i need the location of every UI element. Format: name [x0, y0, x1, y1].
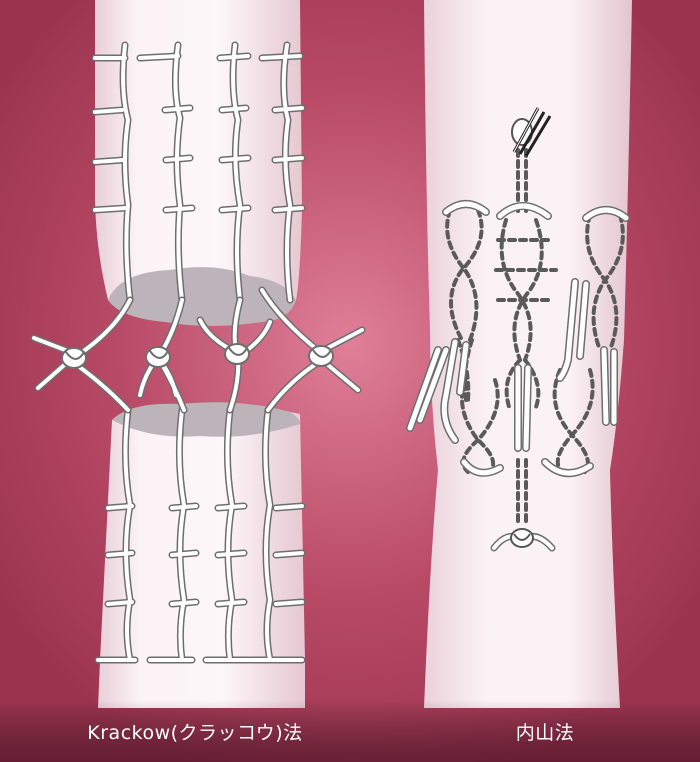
caption-uchiyama: 内山法 — [390, 704, 700, 762]
caption-krackow: Krackow(クラッコウ)法 — [0, 704, 390, 762]
uchiyama-diagram — [410, 0, 632, 708]
